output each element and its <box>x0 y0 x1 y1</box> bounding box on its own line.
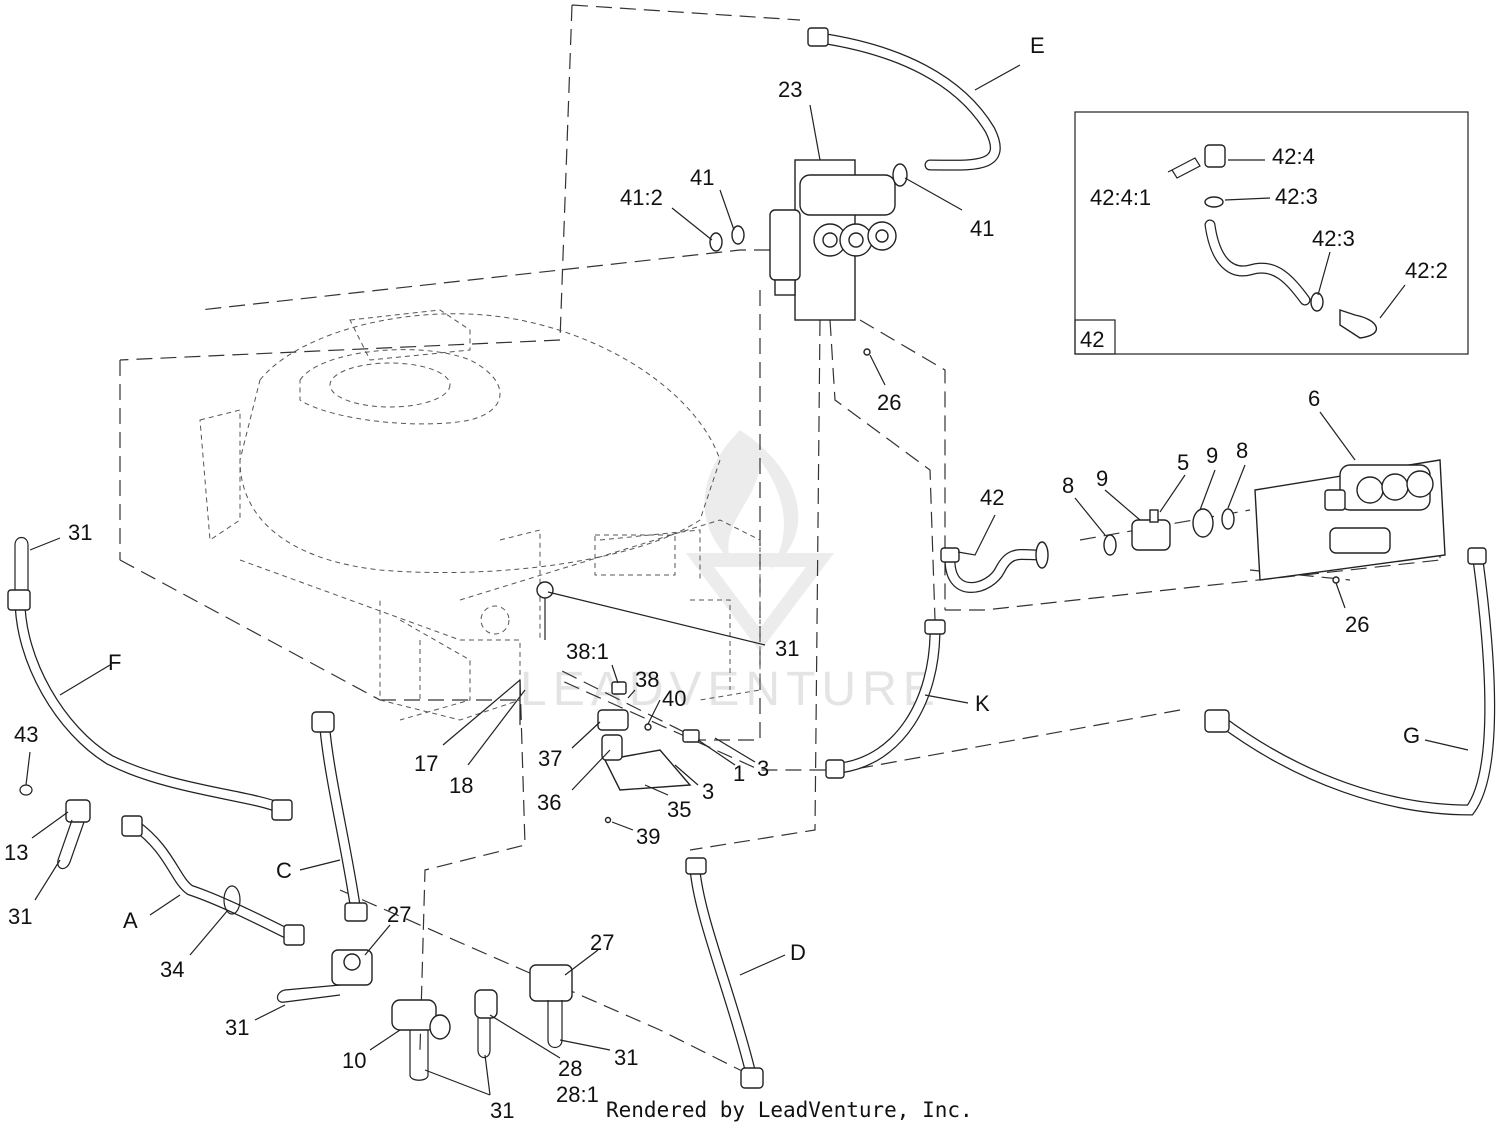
callout-41-2: 41:2 <box>620 185 663 210</box>
callout-43: 43 <box>14 722 38 747</box>
callout-13: 13 <box>4 840 28 865</box>
callout-42-4-1: 42:4:1 <box>1090 185 1151 210</box>
callout-8: 8 <box>1236 438 1248 463</box>
callout-31: 31 <box>68 520 92 545</box>
callout-42-4: 42:4 <box>1272 144 1315 169</box>
callout-E: E <box>1030 33 1045 58</box>
inset-detail-42 <box>1074 111 1469 355</box>
callout-18: 18 <box>449 773 473 798</box>
callout-38: 38 <box>635 667 659 692</box>
hose-k <box>825 619 946 779</box>
callout-37: 37 <box>538 746 562 771</box>
callout-5: 5 <box>1177 450 1189 475</box>
callout-3: 3 <box>702 779 714 804</box>
callout-10: 10 <box>342 1048 366 1073</box>
callout-labels: E 23 41 41:2 41 42:4 42:4:1 42:3 42:3 42… <box>4 33 1448 1123</box>
callout-8: 8 <box>1062 473 1074 498</box>
callout-38-1: 38:1 <box>566 639 609 664</box>
callout-31: 31 <box>614 1045 638 1070</box>
bracket-assembly <box>519 581 700 824</box>
hose-d <box>685 857 764 1089</box>
callout-3: 3 <box>757 756 769 781</box>
callout-28: 28 <box>558 1056 582 1081</box>
callout-42-3: 42:3 <box>1275 184 1318 209</box>
callout-31: 31 <box>8 904 32 929</box>
callout-41: 41 <box>970 216 994 241</box>
callout-42-3: 42:3 <box>1312 226 1355 251</box>
callout-26: 26 <box>1345 612 1369 637</box>
callout-17: 17 <box>414 751 438 776</box>
callout-42-2: 42:2 <box>1405 258 1448 283</box>
callout-31: 31 <box>225 1015 249 1040</box>
callout-6: 6 <box>1308 386 1320 411</box>
watermark: LEADVENTURE <box>520 430 941 716</box>
callout-1: 1 <box>733 761 745 786</box>
callout-D: D <box>790 940 806 965</box>
callout-40: 40 <box>662 686 686 711</box>
callout-31: 31 <box>490 1098 514 1123</box>
callout-42: 42 <box>980 485 1004 510</box>
callout-A: A <box>123 908 138 933</box>
assembly-guide-lines <box>119 4 1441 1081</box>
hose-g <box>1204 547 1496 816</box>
hose-a <box>19 784 305 946</box>
callout-26: 26 <box>877 390 901 415</box>
callout-C: C <box>276 858 292 883</box>
callout-F: F <box>108 650 121 675</box>
hose-f <box>7 536 293 821</box>
callout-9: 9 <box>1096 466 1108 491</box>
callout-41: 41 <box>690 165 714 190</box>
control-valve-bank <box>1254 459 1446 584</box>
callout-27: 27 <box>590 930 614 955</box>
flow-meter-assembly <box>1103 508 1235 556</box>
callout-34: 34 <box>160 957 184 982</box>
callout-36: 36 <box>537 790 561 815</box>
leader-lines <box>25 64 1469 1096</box>
tank-frame-background <box>199 309 761 721</box>
hose-e <box>807 27 1001 171</box>
callout-G: G <box>1403 723 1420 748</box>
callout-35: 35 <box>667 797 691 822</box>
callout-27: 27 <box>387 902 411 927</box>
callout-23: 23 <box>778 77 802 102</box>
hose-42 <box>940 541 1049 593</box>
svg-text:LEADVENTURE: LEADVENTURE <box>520 663 941 716</box>
callout-39: 39 <box>636 824 660 849</box>
inset-box-label: 42 <box>1080 327 1104 352</box>
callout-9: 9 <box>1206 443 1218 468</box>
hose-c <box>311 711 368 922</box>
valve-manifold <box>709 159 908 356</box>
lower-fittings <box>276 949 573 1081</box>
callout-K: K <box>975 691 990 716</box>
callout-31: 31 <box>775 636 799 661</box>
render-credit: Rendered by LeadVenture, Inc. <box>606 1098 973 1122</box>
callout-28-1: 28:1 <box>556 1082 599 1107</box>
